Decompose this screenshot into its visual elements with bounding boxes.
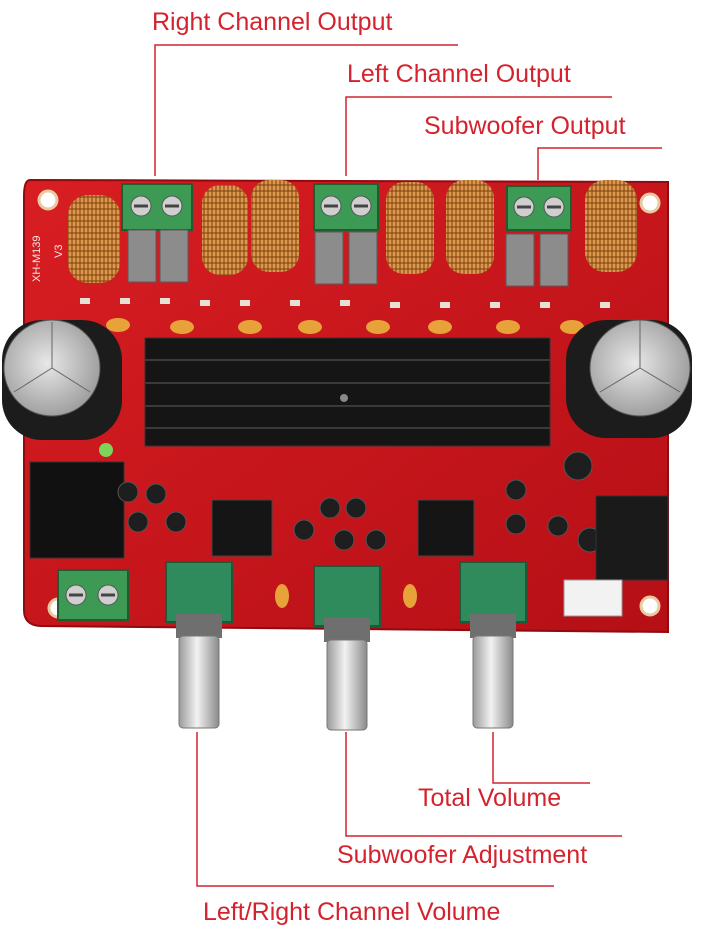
small-electrolytic-capacitors: [117, 451, 603, 553]
label-left-right-channel-volume: Left/Right Channel Volume: [203, 898, 501, 926]
mounting-hole: [37, 189, 59, 211]
label-total-volume: Total Volume: [418, 784, 562, 812]
mounting-hole: [639, 192, 661, 214]
total-volume-potentiometer: [459, 561, 527, 729]
subwoofer-adjustment-potentiometer: [313, 565, 381, 731]
left-electrolytic-capacitor: [2, 319, 122, 440]
leader-subwoofer-output: [537, 147, 662, 180]
board-model-marking: XH-M139: [31, 236, 43, 282]
smd-components: [80, 298, 610, 308]
power-input-terminal: [57, 569, 129, 621]
ic-chips: [211, 499, 475, 557]
board-version-marking: V3: [53, 245, 65, 258]
coil: [251, 180, 299, 272]
leader-right-output: [154, 44, 458, 176]
leader-total-volume: [492, 732, 590, 784]
dc-power-jack: [29, 461, 125, 559]
right-electrolytic-capacitor: [566, 319, 692, 438]
coil: [585, 180, 637, 272]
coil: [446, 180, 494, 274]
yellow-capacitor: [275, 584, 289, 608]
leader-left-output: [345, 96, 612, 176]
audio-input-jack: [595, 495, 669, 581]
power-led: [99, 443, 113, 457]
coil: [386, 182, 434, 274]
left-output-terminal: [313, 183, 379, 231]
mounting-hole: [639, 595, 661, 617]
leader-lines: [154, 44, 662, 887]
coil: [68, 195, 120, 283]
yellow-capacitor: [403, 584, 417, 608]
toroid-coils: [68, 180, 637, 283]
label-subwoofer-output: Subwoofer Output: [424, 112, 626, 140]
film-capacitors: [127, 229, 569, 287]
subwoofer-output-terminal: [506, 185, 572, 231]
coil: [202, 185, 248, 275]
heatsink: [144, 337, 551, 447]
label-right-channel-output: Right Channel Output: [152, 8, 393, 36]
yellow-capacitors: [106, 318, 584, 334]
label-left-channel-output: Left Channel Output: [347, 60, 571, 88]
label-subwoofer-adjustment: Subwoofer Adjustment: [337, 841, 588, 869]
leader-left-right-volume: [196, 732, 554, 887]
leader-subwoofer-adjustment: [345, 732, 622, 837]
signal-header: [563, 579, 623, 617]
left-right-volume-potentiometer: [165, 561, 233, 729]
right-output-terminal: [121, 183, 193, 231]
